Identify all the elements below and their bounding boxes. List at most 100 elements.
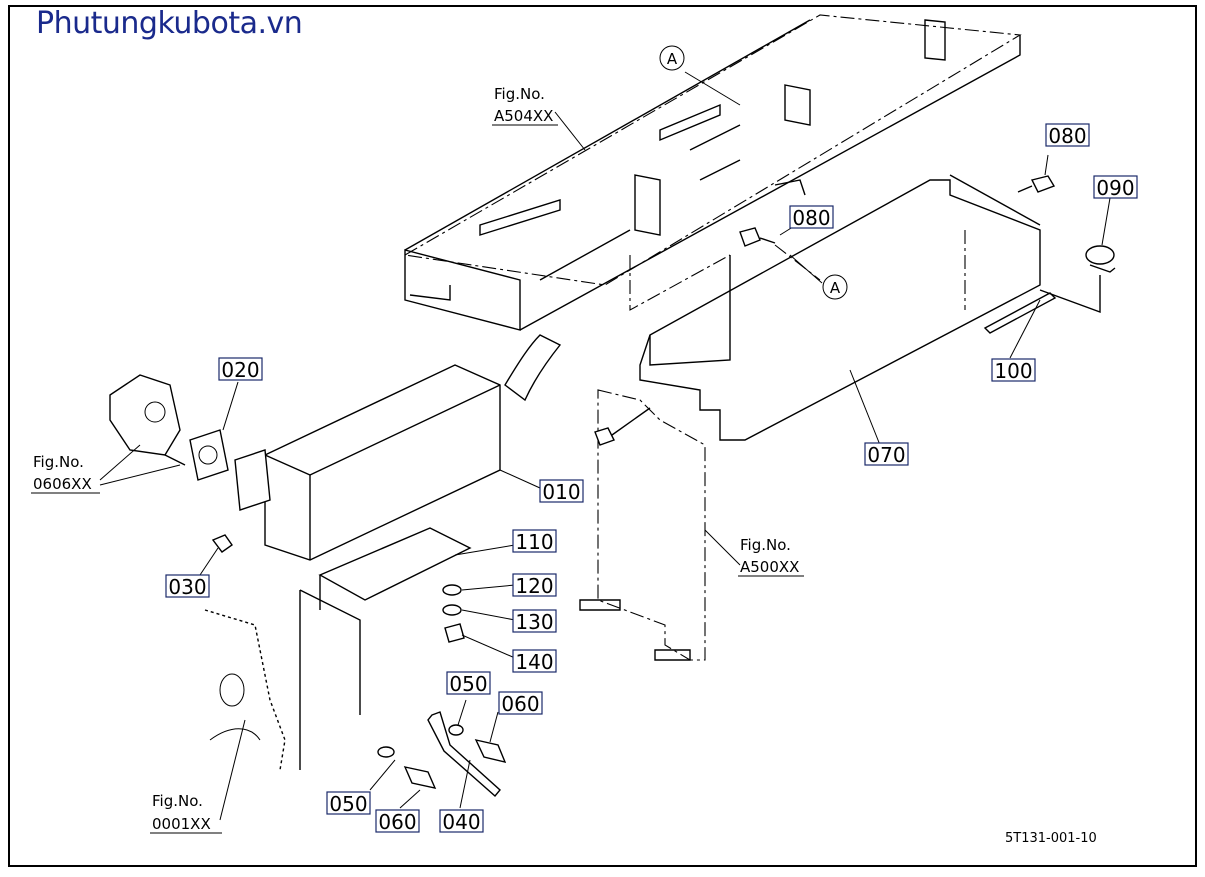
cover-outline <box>639 179 1041 441</box>
svg-text:Fig.No.: Fig.No. <box>33 453 84 471</box>
leader-lines <box>99 71 1111 821</box>
frame-bottom-edge <box>519 35 1021 331</box>
part-label-070[interactable]: 070 <box>864 442 909 467</box>
svg-text:A: A <box>830 279 841 297</box>
drawing-code: 5T131-001-10 <box>1005 831 1097 846</box>
bracket-a500 <box>579 389 706 661</box>
callout-a-mid: A <box>822 274 848 300</box>
svg-text:A: A <box>667 50 678 68</box>
part-label-130[interactable]: 130 <box>512 609 557 634</box>
part-label-050-lower[interactable]: 050 <box>326 791 371 816</box>
svg-text:110: 110 <box>515 530 553 554</box>
exhaust-manifold <box>109 374 186 466</box>
frame-tab <box>774 179 806 196</box>
frame-front-face <box>404 249 521 331</box>
part-label-030[interactable]: 030 <box>165 574 210 599</box>
frame-plate-1 <box>634 174 661 236</box>
clamp-leader <box>1039 275 1101 314</box>
part-label-010[interactable]: 010 <box>539 479 584 504</box>
svg-text:070: 070 <box>867 443 905 467</box>
svg-text:0001XX: 0001XX <box>152 815 211 833</box>
nut-030 <box>211 534 233 553</box>
svg-text:130: 130 <box>515 610 553 634</box>
svg-text:030: 030 <box>168 575 206 599</box>
svg-text:060: 060 <box>501 692 539 716</box>
frame-centerline-outline <box>403 14 1022 286</box>
bracket-bolt <box>594 427 615 446</box>
fig-ref-a500: Fig.No. A500XX <box>738 536 804 577</box>
muffler <box>234 334 562 561</box>
gasket <box>189 429 229 481</box>
part-label-020[interactable]: 020 <box>218 357 263 382</box>
part-label-090[interactable]: 090 <box>1093 175 1138 200</box>
frame-top-edge <box>404 19 811 251</box>
svg-text:Fig.No.: Fig.No. <box>494 85 545 103</box>
svg-text:060: 060 <box>378 810 416 834</box>
frame-slot-4 <box>689 124 741 151</box>
washer-050-lower <box>377 746 395 758</box>
frame-slot-2 <box>539 229 631 281</box>
svg-text:050: 050 <box>449 672 487 696</box>
part-label-060-lower[interactable]: 060 <box>375 809 420 834</box>
svg-text:010: 010 <box>542 480 580 504</box>
cover-hidden-edge <box>629 254 731 311</box>
muffler-body <box>264 364 501 561</box>
bolt-060-upper <box>474 738 507 763</box>
engine-block <box>204 609 286 771</box>
frame-bracket <box>409 285 451 301</box>
pipe-040 <box>427 711 501 798</box>
washer-050-upper <box>448 724 464 736</box>
svg-text:040: 040 <box>442 810 480 834</box>
svg-text:A504XX: A504XX <box>494 107 553 125</box>
frame-chassis <box>403 14 1022 331</box>
callout-a-top: A <box>659 45 685 71</box>
svg-text:080: 080 <box>1048 124 1086 148</box>
frame-slot-3 <box>659 103 721 142</box>
rubber-strip <box>983 292 1057 334</box>
svg-text:100: 100 <box>994 359 1032 383</box>
fig-ref-a504: Fig.No. A504XX <box>492 85 558 126</box>
part-label-110[interactable]: 110 <box>512 529 557 554</box>
inlet-flange <box>234 449 271 511</box>
svg-text:020: 020 <box>221 358 259 382</box>
svg-text:090: 090 <box>1096 176 1134 200</box>
bracket-plate <box>318 527 472 601</box>
tail-pipe <box>504 334 562 402</box>
frame-plate-3 <box>924 19 946 61</box>
svg-text:140: 140 <box>515 650 553 674</box>
part-label-080-right[interactable]: 080 <box>1045 123 1090 148</box>
frame-slot-5 <box>699 159 741 181</box>
part-label-140[interactable]: 140 <box>512 649 557 674</box>
svg-text:A500XX: A500XX <box>740 558 799 576</box>
nut-140 <box>444 623 465 643</box>
frame-slot-1 <box>479 199 561 236</box>
hose-clamp <box>1039 245 1116 314</box>
cover-top-flange <box>949 174 1041 226</box>
bracket-drop <box>299 589 361 715</box>
bolt-060-lower <box>403 766 437 789</box>
part-label-040[interactable]: 040 <box>439 809 484 834</box>
cover-side-panel <box>649 255 731 366</box>
svg-text:120: 120 <box>515 574 553 598</box>
svg-text:Fig.No.: Fig.No. <box>740 536 791 554</box>
svg-text:Fig.No.: Fig.No. <box>152 792 203 810</box>
part-label-080-left[interactable]: 080 <box>789 205 834 230</box>
frame-plate-2 <box>784 84 811 126</box>
svg-text:0606XX: 0606XX <box>33 475 92 493</box>
part-label-120[interactable]: 120 <box>512 573 557 598</box>
drawing-frame <box>8 5 1197 867</box>
muffler-cover <box>629 174 1041 441</box>
part-label-100[interactable]: 100 <box>991 358 1036 383</box>
muffler-bracket <box>299 527 472 770</box>
washer-130 <box>442 604 462 616</box>
part-label-050-upper[interactable]: 050 <box>446 671 491 696</box>
part-label-060-upper[interactable]: 060 <box>498 691 543 716</box>
bolt-080-right <box>1017 175 1056 193</box>
watermark: Phutungkubota.vn <box>36 6 303 41</box>
fig-ref-0606: Fig.No. 0606XX <box>31 453 100 494</box>
svg-text:050: 050 <box>329 792 367 816</box>
fig-ref-0001: Fig.No. 0001XX <box>150 792 222 834</box>
washer-120 <box>442 584 462 596</box>
svg-text:080: 080 <box>792 206 830 230</box>
